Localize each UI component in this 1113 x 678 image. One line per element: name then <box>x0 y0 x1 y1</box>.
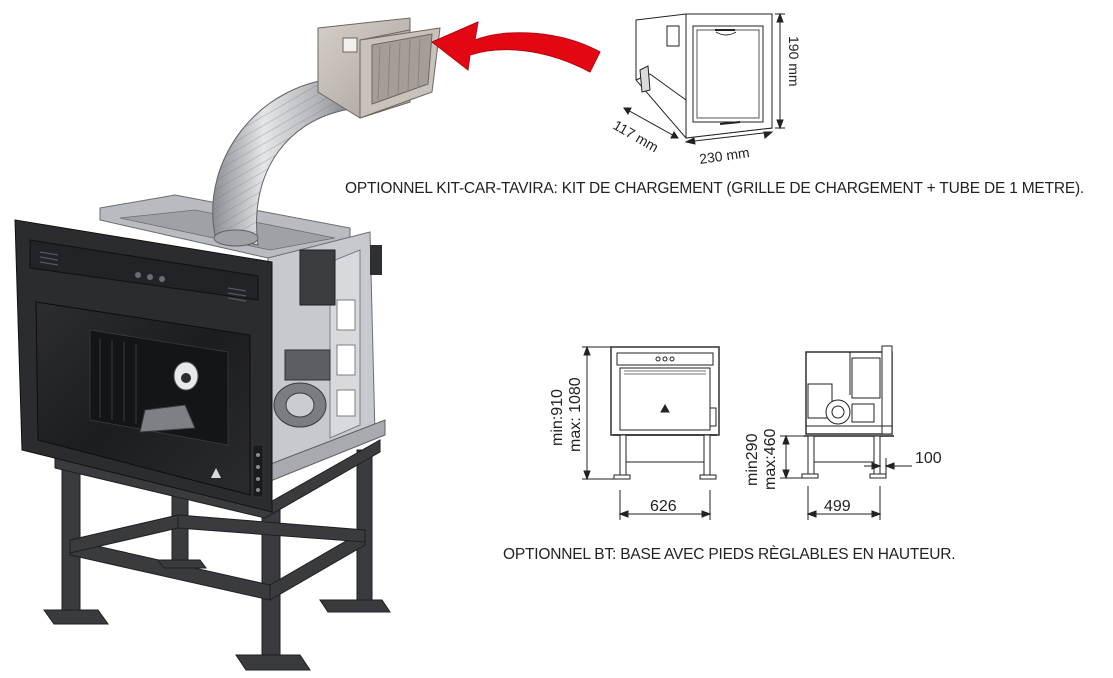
loading-grille-box <box>317 17 441 119</box>
kit-caption: OPTIONNEL KIT-CAR-TAVIRA: KIT DE CHARGEM… <box>345 180 1085 197</box>
base-caption: OPTIONNEL BT: BASE AVEC PIEDS RÈGLABLES … <box>503 546 956 563</box>
side-height-max-label: max:460 <box>762 429 779 490</box>
grille-height-label: 190 mm <box>786 36 802 87</box>
adjustable-base-stand <box>43 439 391 671</box>
side-height-min-label: min290 <box>744 433 761 486</box>
grille-dimension-drawing <box>623 12 785 145</box>
grille-depth-label: 117 mm <box>611 117 662 156</box>
stove-illustration <box>14 17 601 671</box>
flexible-loading-tube <box>212 77 359 247</box>
base-front-view-drawing <box>582 345 720 520</box>
grille-width-label: 230 mm <box>698 144 750 167</box>
stove-front-frame <box>14 219 273 513</box>
front-width-label: 626 <box>650 498 677 515</box>
base-side-view-drawing <box>780 345 912 520</box>
front-height-min-label: min:910 <box>549 389 566 446</box>
side-depth-label: 499 <box>824 498 851 515</box>
side-offset-label: 100 <box>915 450 942 467</box>
red-arrow-icon <box>431 21 601 73</box>
front-height-max-label: max: 1080 <box>567 377 584 452</box>
